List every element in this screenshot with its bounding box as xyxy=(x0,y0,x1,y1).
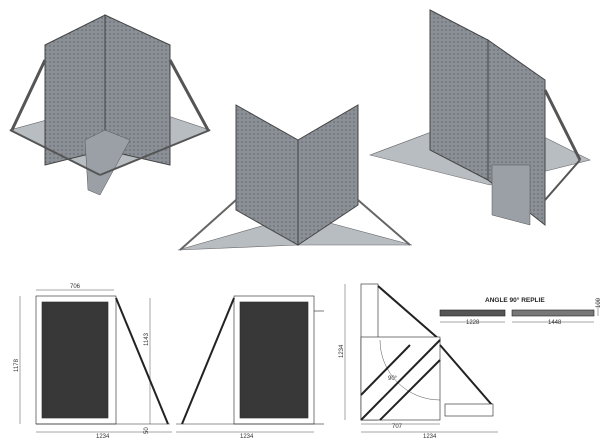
barrier-corner-right-3d xyxy=(368,9,591,227)
dim-folded-b: 1448 xyxy=(548,320,562,326)
dim-folded-thickness: 100 xyxy=(596,297,602,308)
side-view-left xyxy=(19,289,172,433)
side-view-right xyxy=(176,295,324,433)
dim-foot-gap: 50 xyxy=(144,427,150,434)
top-view xyxy=(344,283,498,433)
angle-label: 90° xyxy=(388,376,398,382)
dim-base-left: 1234 xyxy=(96,434,110,440)
dim-height-panel: 1143 xyxy=(144,332,150,346)
dim-folded-a: 1228 xyxy=(466,320,480,326)
dim-top-base: 1234 xyxy=(423,434,437,440)
folded-title: ANGLE 90° REPLIE xyxy=(485,296,545,304)
dim-top-inner-base: 707 xyxy=(392,424,403,430)
barrier-corner-left-3d xyxy=(9,14,211,196)
dim-height-total: 1178 xyxy=(14,358,20,372)
dim-top-height: 1234 xyxy=(339,344,345,358)
barrier-corner-center-3d xyxy=(177,104,413,251)
dim-base-right: 1234 xyxy=(240,434,254,440)
folded-view xyxy=(439,298,599,323)
dim-width-top: 706 xyxy=(70,284,81,290)
